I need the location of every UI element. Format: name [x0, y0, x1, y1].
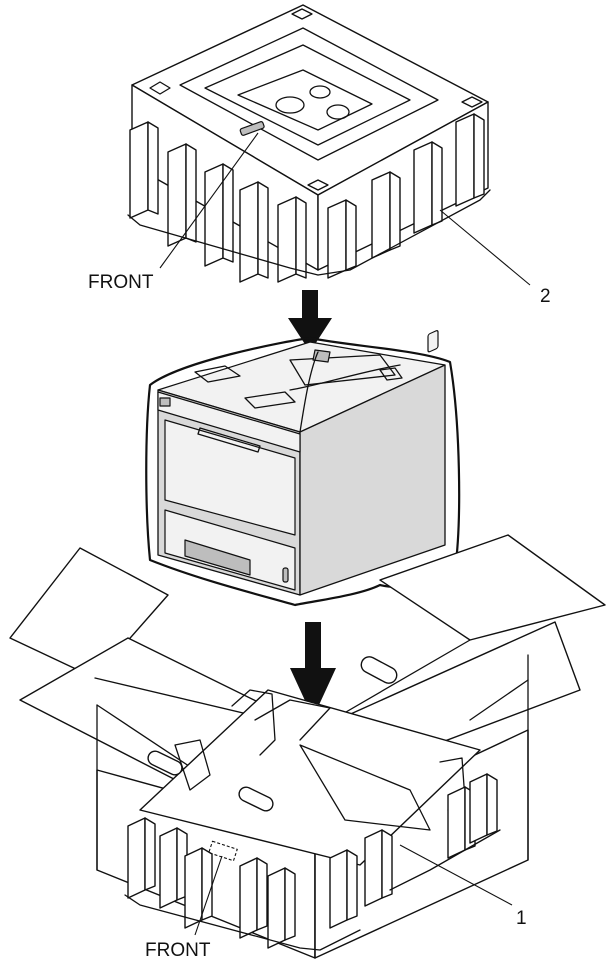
callout-1: 1: [516, 908, 527, 929]
top-foam-hole-3: [326, 104, 350, 120]
top-foam-notch-left: [149, 81, 171, 95]
box-handle-hole: [360, 656, 398, 684]
top-foam-right-side: [317, 101, 489, 271]
leader-callout-2: [439, 209, 531, 286]
printer-side: [299, 364, 446, 596]
bottom-foam-piece: [124, 689, 501, 951]
printer-in-bag: [145, 330, 461, 607]
bottom-foam-front-mark: [208, 840, 238, 862]
top-foam-recess: [179, 27, 439, 161]
top-foam-notch-right: [461, 96, 483, 108]
box-flap-left-back: [9, 547, 169, 679]
top-foam-hole-2: [309, 85, 331, 99]
bottom-foam-posts-front: [127, 817, 296, 949]
leader-front-bottom: [194, 855, 223, 936]
leader-callout-1: [399, 844, 513, 906]
down-arrow-lower: [290, 622, 336, 718]
top-foam-posts-right: [327, 113, 485, 279]
top-foam-hole-1: [275, 96, 305, 114]
label-front-top: FRONT: [88, 272, 154, 293]
printer-front-door: [164, 419, 296, 536]
bag-fold-2: [289, 364, 401, 391]
printer-door-handle: [197, 427, 261, 453]
printer-control-panel: [157, 391, 301, 453]
printer-tray-indicator: [282, 567, 289, 583]
top-foam-center-pad: [237, 69, 373, 131]
leader-front-top: [159, 132, 259, 269]
down-arrow-upper: [288, 290, 332, 352]
callout-2: 2: [540, 286, 551, 307]
top-foam-notch-front: [307, 179, 329, 191]
top-foam-recess-inner: [204, 44, 411, 146]
box-flap-right-back: [379, 534, 606, 641]
printer-tray-stopper: [312, 349, 331, 363]
printer-tray-handle: [184, 539, 251, 576]
printer-top-latch: [379, 367, 403, 381]
bottom-foam-posts-right: [329, 773, 498, 929]
printer-top-panel: [244, 391, 296, 409]
printer-output-tray: [289, 354, 396, 386]
bottom-foam-slot-center: [238, 786, 274, 812]
bottom-foam-slot-left: [147, 750, 183, 776]
label-front-bottom: FRONT: [145, 940, 211, 961]
top-foam-piece: [127, 4, 491, 283]
printer-paper-tray: [164, 509, 296, 591]
top-foam-notch-back: [291, 8, 313, 20]
top-foam-posts-left: [129, 121, 307, 283]
printer-side-vent: [427, 330, 439, 353]
bottom-foam-top: [139, 689, 481, 866]
printer-power-button: [159, 397, 171, 407]
printer-top-vent: [194, 365, 241, 383]
top-foam-front-slot: [239, 121, 265, 136]
